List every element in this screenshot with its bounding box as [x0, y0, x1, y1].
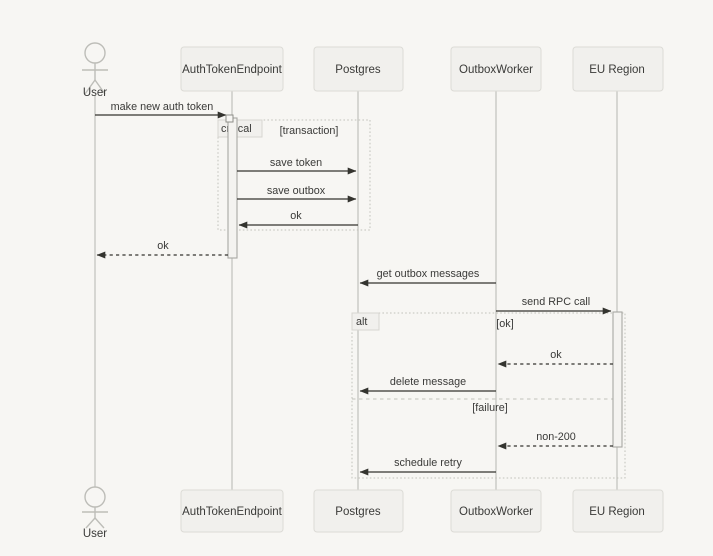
- activations-group: [227, 117, 623, 448]
- fragment-critical-condition: [transaction]: [280, 125, 339, 137]
- actor-user-top[interactable]: User: [82, 42, 108, 99]
- actor-leg-right: [94, 79, 106, 95]
- participant-label-postgres-top: Postgres: [335, 64, 381, 76]
- activation-euregion: [612, 311, 623, 448]
- message-get-outbox-messages: get outbox messages: [359, 268, 496, 287]
- message-ok-postgres: ok: [238, 210, 358, 229]
- message-label-schedule-retry: schedule retry: [394, 457, 462, 469]
- message-save-token: save token: [237, 157, 357, 175]
- message-schedule-retry: schedule retry: [359, 457, 496, 476]
- participant-label-postgres-bottom: Postgres: [335, 506, 381, 518]
- participant-label-euregion-top: EU Region: [589, 64, 645, 76]
- participant-box-outboxworker-bottom[interactable]: [450, 489, 542, 533]
- message-send-rpc-call: send RPC call: [496, 296, 612, 315]
- participant-label-outboxworker-top: OutboxWorker: [459, 64, 533, 76]
- fragment-alt-label-box: [351, 312, 380, 331]
- message-delete-message: delete message: [359, 376, 496, 395]
- participant-euregion-bottom[interactable]: EU Region: [572, 489, 664, 533]
- participant-box-authtokenendpoint-top[interactable]: [180, 46, 284, 92]
- actor-leg-right-bottom: [94, 517, 105, 529]
- message-label-save-token: save token: [270, 157, 322, 169]
- participant-authtokenendpoint-top[interactable]: AuthTokenEndpoint: [180, 46, 284, 92]
- participant-postgres-top[interactable]: Postgres: [313, 46, 404, 92]
- message-make-new-auth-token: make new auth token: [95, 101, 234, 123]
- message-ok-euregion: ok: [497, 349, 613, 368]
- message-label-ok-user: ok: [157, 240, 169, 252]
- message-label-save-outbox: save outbox: [267, 185, 326, 197]
- fragment-alt-condition-failure: [failure]: [472, 402, 507, 414]
- message-non-200: non-200: [497, 431, 613, 450]
- fragment-alt: alt [ok] [failure]: [351, 312, 626, 479]
- message-label-send-rpc-call: send RPC call: [522, 296, 590, 308]
- activation-start-marker: [225, 114, 234, 123]
- participant-postgres-bottom[interactable]: Postgres: [313, 489, 404, 533]
- participant-box-outboxworker-top[interactable]: [450, 46, 542, 92]
- message-label-make-new-auth-token: make new auth token: [111, 101, 214, 113]
- participant-box-authtokenendpoint-bottom[interactable]: [180, 489, 284, 533]
- participant-label-outboxworker-bottom: OutboxWorker: [459, 506, 533, 518]
- participant-euregion-top[interactable]: EU Region: [572, 46, 664, 92]
- participant-authtokenendpoint-bottom[interactable]: AuthTokenEndpoint: [180, 489, 284, 533]
- fragment-alt-condition-ok: [ok]: [496, 318, 513, 330]
- participant-outboxworker-top[interactable]: OutboxWorker: [450, 46, 542, 92]
- fragment-alt-box: [351, 312, 626, 479]
- message-label-ok-postgres: ok: [290, 210, 302, 222]
- actor-head-icon: [84, 42, 106, 64]
- message-label-get-outbox-messages: get outbox messages: [377, 268, 480, 280]
- fragment-alt-label: alt: [356, 316, 367, 328]
- activation-authtokenendpoint: [227, 117, 238, 259]
- actor-label-user-bottom: User: [83, 528, 107, 540]
- participant-box-euregion-bottom[interactable]: [572, 489, 664, 533]
- participant-outboxworker-bottom[interactable]: OutboxWorker: [450, 489, 542, 533]
- message-label-ok-euregion: ok: [550, 349, 562, 361]
- participant-label-euregion-bottom: EU Region: [589, 506, 645, 518]
- actor-head-icon-bottom: [84, 486, 106, 508]
- actor-user-bottom[interactable]: User: [82, 486, 108, 540]
- actor-leg-left: [84, 79, 96, 95]
- actor-label-user-top: User: [83, 87, 107, 99]
- actor-leg-left-bottom: [85, 517, 96, 529]
- message-label-delete-message: delete message: [390, 376, 466, 388]
- message-label-non-200: non-200: [536, 431, 576, 443]
- participant-box-postgres-top[interactable]: [313, 46, 404, 92]
- participant-label-authtokenendpoint-bottom: AuthTokenEndpoint: [182, 506, 283, 518]
- message-ok-user: ok: [96, 240, 228, 259]
- participant-box-postgres-bottom[interactable]: [313, 489, 404, 533]
- participant-label-authtokenendpoint-top: AuthTokenEndpoint: [182, 64, 283, 76]
- message-save-outbox: save outbox: [237, 185, 357, 203]
- participant-box-euregion-top[interactable]: [572, 46, 664, 92]
- fragment-critical-box: [217, 119, 371, 231]
